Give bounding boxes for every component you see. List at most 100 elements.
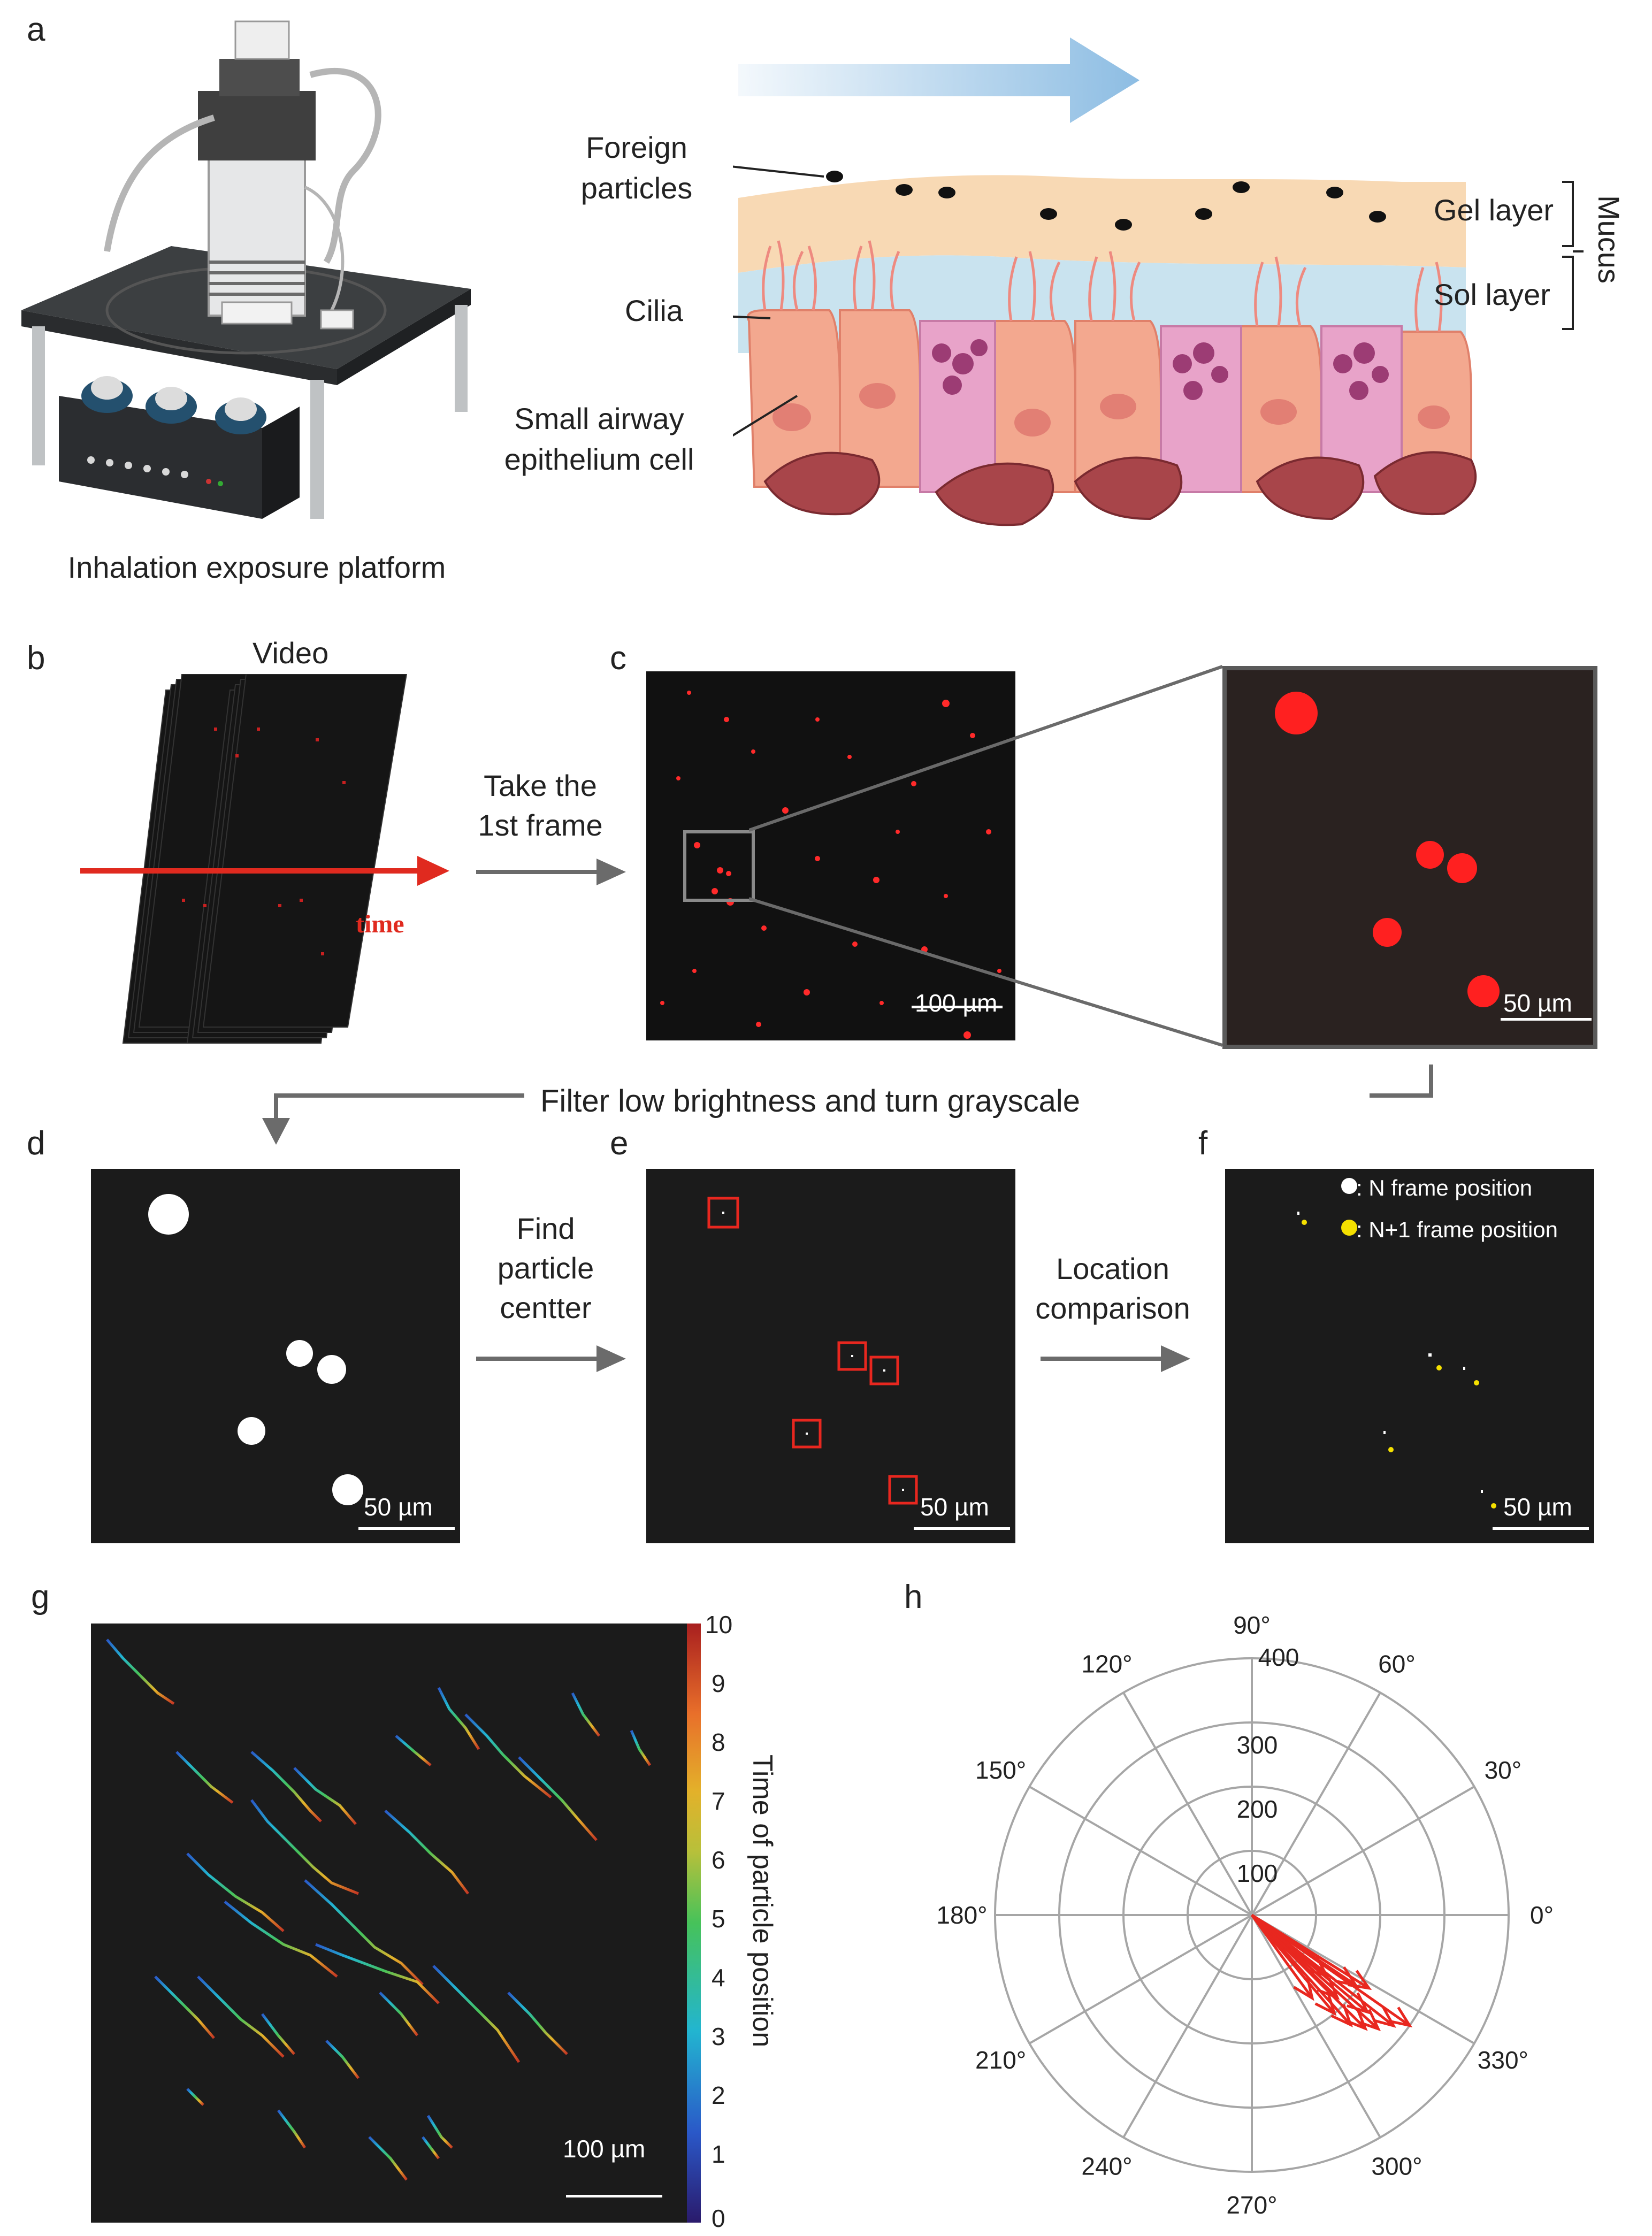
panel-e-label: e xyxy=(610,1125,629,1162)
polar-angle-label: 60° xyxy=(1378,1650,1416,1678)
colorbar-tick: 10 xyxy=(705,1611,733,1638)
polar-angle-label: 0° xyxy=(1530,1901,1554,1929)
panel-a-label: a xyxy=(27,11,45,48)
polar-vector xyxy=(1251,1913,1357,1986)
polar-angle-label: 180° xyxy=(936,1901,987,1929)
first-frame-particles xyxy=(660,691,1003,1039)
location-comparison-label: Location comparison xyxy=(1035,1252,1190,1325)
gel-layer-label: Gel layer xyxy=(1434,193,1554,227)
polar-vector xyxy=(1251,1914,1339,1999)
filter-connector-arrow xyxy=(262,1065,1433,1145)
grayscale-frame-image xyxy=(91,1169,460,1543)
polar-vector-head xyxy=(1293,1977,1314,2001)
colorbar-tick: 1 xyxy=(712,2140,725,2168)
colorbar-ticks: 10 9 8 7 6 5 4 3 2 1 0 xyxy=(705,1610,737,2236)
video-label: Video xyxy=(253,636,329,670)
colorbar-tick: 9 xyxy=(712,1670,725,1697)
colorbar-tick: 3 xyxy=(712,2023,725,2050)
scale-bar-50um-f: 50 µm xyxy=(1503,1493,1572,1521)
polar-vector xyxy=(1251,1914,1336,2015)
colorbar-tick: 0 xyxy=(712,2204,725,2232)
polar-angle-label: 30° xyxy=(1485,1756,1522,1784)
polar-spoke xyxy=(1029,1914,1252,2044)
polar-vector-head xyxy=(1388,2007,1413,2028)
polar-vector-head xyxy=(1330,2004,1353,2027)
colorbar-tick: 8 xyxy=(712,1728,725,1756)
scale-bar-100um-g: 100 µm xyxy=(563,2135,646,2163)
polar-vectors xyxy=(1250,1913,1413,2032)
colorbar-tick: 5 xyxy=(712,1905,725,1933)
video-frame-stack xyxy=(80,674,449,1044)
polar-radial-label: 200 xyxy=(1237,1795,1278,1823)
zoomed-frame-particles xyxy=(1275,692,1592,1021)
polar-angle-label: 270° xyxy=(1226,2191,1277,2219)
airway-mucus-illustration xyxy=(733,37,1584,526)
inhalation-platform-illustration xyxy=(21,20,471,519)
polar-labels: 0° 30° 60° 90° 120° 150° 180° 210° 240° 270° 300° 3… xyxy=(936,1611,1554,2219)
polar-vector xyxy=(1251,1914,1328,1977)
polar-radial-label: 400 xyxy=(1258,1643,1299,1671)
polar-spoke xyxy=(1122,1915,1253,2138)
filter-label: Filter low brightness and turn grayscale xyxy=(540,1084,1081,1119)
polar-spoke xyxy=(1251,1692,1381,1916)
polar-chart: 0° 30° 60° 90° 120° 150° 180° 210° 240° 270° 300° 3… xyxy=(936,1611,1554,2219)
polar-vector-head xyxy=(1317,1977,1340,2000)
colorbar-tick: 2 xyxy=(712,2081,725,2109)
find-center-label: Find particle centter xyxy=(497,1212,594,1324)
polar-angle-label: 300° xyxy=(1371,2152,1422,2180)
platform-caption: Inhalation exposure platform xyxy=(67,550,446,584)
polar-spoke xyxy=(1122,1692,1253,1916)
polar-vector-head xyxy=(1347,1992,1370,2015)
polar-radial-label: 100 xyxy=(1237,1859,1278,1887)
polar-vector-head xyxy=(1305,1956,1329,1978)
scale-bar-50um-c: 50 µm xyxy=(1503,989,1572,1017)
position-comparison-image xyxy=(1225,1169,1594,1543)
polar-vector-head xyxy=(1314,1992,1337,2016)
first-frame-image xyxy=(646,671,1015,1040)
mucus-label: Mucus xyxy=(1592,195,1626,284)
take-frame-arrow xyxy=(476,859,626,885)
panel-b-label: b xyxy=(27,640,45,677)
panel-h-label: h xyxy=(904,1579,923,1615)
panel-d-label: d xyxy=(27,1125,45,1162)
panel-f-label: f xyxy=(1198,1125,1208,1162)
colorbar-tick: 4 xyxy=(712,1964,725,1992)
panel-c-label: c xyxy=(610,640,626,677)
polar-vector-head xyxy=(1334,1966,1359,1987)
grayscale-particles xyxy=(148,1194,455,1530)
colorbar xyxy=(687,1624,701,2223)
colorbar-label: Time of particle position xyxy=(747,1755,778,2048)
polar-spoke xyxy=(1251,1915,1381,2138)
find-center-arrow xyxy=(476,1345,626,1372)
foreign-particles-label: Foreign particles xyxy=(580,131,693,205)
scale-bar-50um-d: 50 µm xyxy=(364,1493,433,1521)
polar-radial-label: 300 xyxy=(1237,1731,1278,1759)
cilia-label: Cilia xyxy=(625,294,683,327)
panel-g-label: g xyxy=(31,1579,50,1615)
polar-angle-label: 330° xyxy=(1478,2046,1528,2074)
colorbar-tick: 6 xyxy=(712,1846,725,1874)
polar-angle-label: 240° xyxy=(1081,2152,1132,2180)
polar-vector-head xyxy=(1372,2006,1396,2028)
colorbar-tick: 7 xyxy=(712,1787,725,1815)
polar-vector-head xyxy=(1345,2008,1368,2031)
polar-spoke xyxy=(1029,1786,1252,1916)
particle-center-image xyxy=(646,1169,1015,1543)
polar-spoke xyxy=(1251,1786,1475,1916)
trajectory-tracks xyxy=(106,1638,662,2197)
zoom-connector-lines xyxy=(749,665,1223,1047)
legend-n-frame: : N frame position xyxy=(1356,1175,1533,1200)
small-airway-label: Small airway epithelium cell xyxy=(504,402,694,476)
polar-angle-label: 120° xyxy=(1081,1650,1132,1678)
polar-grid xyxy=(994,1657,1510,2173)
polar-angle-label: 150° xyxy=(975,1756,1026,1784)
take-frame-label: Take the 1st frame xyxy=(478,769,603,842)
polar-angle-label: 90° xyxy=(1233,1611,1271,1639)
legend-n1-frame: : N+1 frame position xyxy=(1356,1217,1558,1242)
position-comparison-points xyxy=(1297,1178,1589,1530)
polar-angle-label: 210° xyxy=(975,2046,1026,2074)
time-label: time xyxy=(356,910,404,938)
scale-bar-50um-e: 50 µm xyxy=(920,1493,989,1521)
location-comparison-arrow xyxy=(1041,1345,1190,1372)
polar-vector xyxy=(1250,1914,1313,1999)
